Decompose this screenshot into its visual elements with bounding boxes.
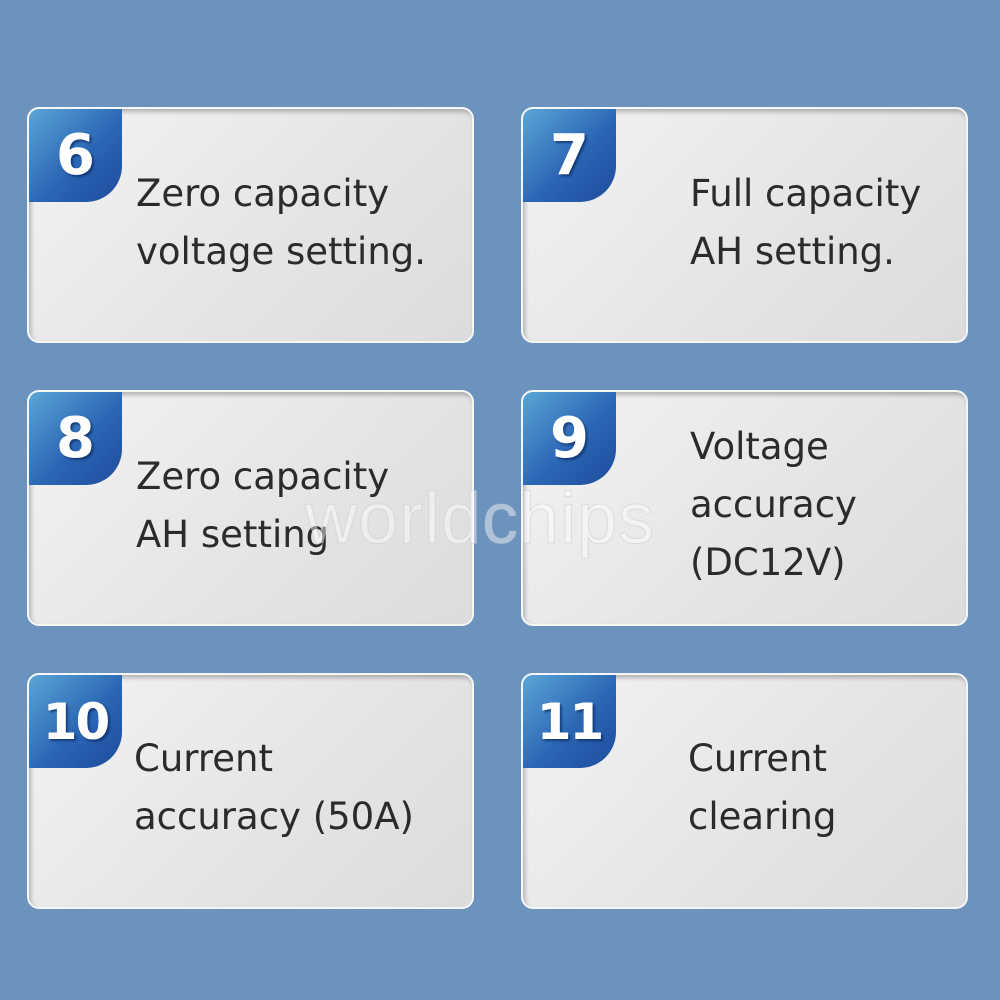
card-text: Current accuracy (50A) xyxy=(134,730,414,846)
feature-card-11: 11 Current clearing xyxy=(521,673,968,909)
number-badge: 9 xyxy=(523,392,616,485)
card-text: Voltage accuracy (DC12V) xyxy=(690,418,857,592)
feature-card-7: 7 Full capacity AH setting. xyxy=(521,107,968,343)
card-line: Current xyxy=(134,737,273,780)
watermark: worldchips xyxy=(304,479,656,560)
card-text: Current clearing xyxy=(688,730,837,846)
card-line: AH setting xyxy=(136,513,330,556)
card-line: Current xyxy=(688,737,827,780)
number-badge: 7 xyxy=(523,109,616,202)
feature-card-10: 10 Current accuracy (50A) xyxy=(27,673,474,909)
feature-card-9: 9 Voltage accuracy (DC12V) xyxy=(521,390,968,626)
card-text: Zero capacity voltage setting. xyxy=(136,165,426,281)
card-line: voltage setting. xyxy=(136,230,427,273)
card-text: Full capacity AH setting. xyxy=(690,165,921,281)
card-line: (DC12V) xyxy=(690,541,846,584)
card-line: Zero capacity xyxy=(136,172,390,215)
card-line: clearing xyxy=(688,795,837,838)
number-badge: 6 xyxy=(29,109,122,202)
number-badge: 10 xyxy=(29,675,122,768)
feature-card-6: 6 Zero capacity voltage setting. xyxy=(27,107,474,343)
card-text: Zero capacity AH setting xyxy=(136,448,389,564)
feature-card-8: 8 Zero capacity AH setting xyxy=(27,390,474,626)
number-badge: 11 xyxy=(523,675,616,768)
card-line: Voltage xyxy=(690,425,829,468)
card-line: Zero capacity xyxy=(136,455,390,498)
card-line: AH setting. xyxy=(690,230,895,273)
card-line: Full capacity xyxy=(690,172,922,215)
number-badge: 8 xyxy=(29,392,122,485)
card-line: accuracy xyxy=(690,483,857,526)
card-line: accuracy (50A) xyxy=(134,795,414,838)
